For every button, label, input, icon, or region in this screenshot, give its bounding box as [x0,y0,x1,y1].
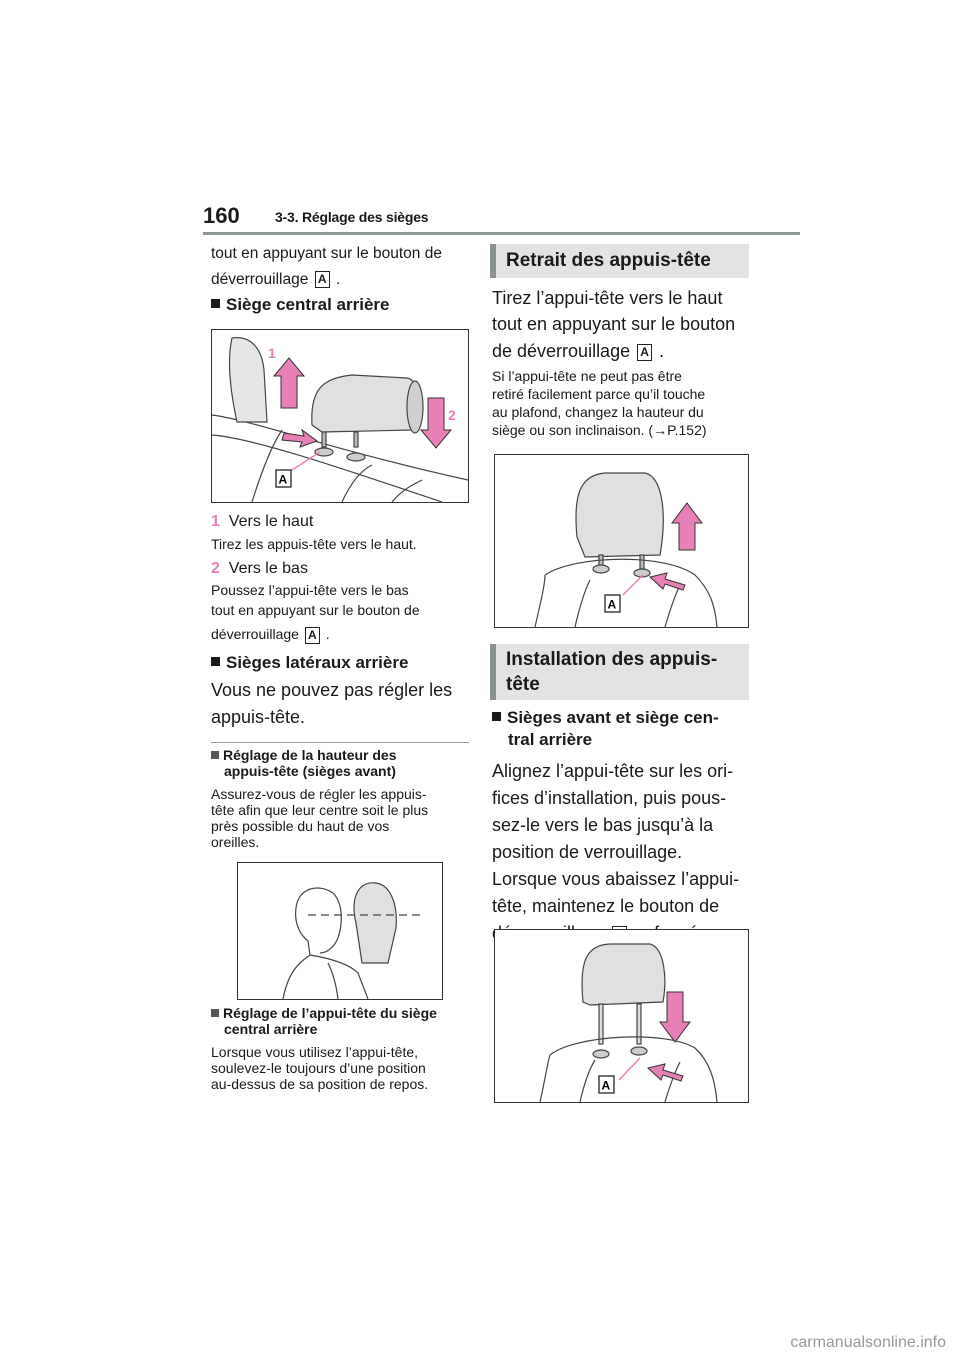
install-text4: position de verrouillage. [492,842,683,862]
press-arrow-icon [281,428,319,448]
figure-installation: A [494,929,749,1103]
tag-a: A [637,343,653,361]
note2-text2: soulevez-le toujours d’une position [211,1060,426,1076]
arrow-up-icon [671,502,703,551]
note2-heading2: central arrière [224,1021,318,1037]
head-height-illustration [282,882,423,999]
header-rule [203,232,800,235]
removal-text1: Tirez l’appui-tête vers le haut [492,288,723,308]
lateral-heading: Sièges latéraux arrière [211,653,408,673]
step1: 1 Vers le haut [211,508,313,535]
tag-a: A [304,626,320,644]
step1-text: Tirez les appuis-tête vers le haut. [211,536,417,552]
step2: 2 Vers le bas [211,555,308,582]
section-title: 3-3. Réglage des sièges [275,209,429,225]
step2-text3-text: déverrouillage [211,626,299,642]
fig4-label-a: A [602,1079,611,1093]
intro-line2-text: déverrouillage [211,271,309,288]
lateral-text2: appuis-tête. [211,707,306,727]
fig1-label-a: A [279,473,288,487]
note1-text3: près possible du haut de vos [211,818,390,834]
install-banner-line1: Installation des appuis- [506,649,718,670]
step1-title: Vers le haut [228,513,314,530]
install-text1: Alignez l’appui-tête sur les ori- [492,761,734,781]
step2-text1: Poussez l’appui-tête vers le bas [211,582,409,598]
figure-head-height [237,862,443,1000]
step2-text3: déverrouillage A . [211,626,330,644]
removal-note3: au plafond, changez la hauteur du [492,404,704,420]
fig3-label-a: A [608,598,617,612]
fig1-label-2: 2 [448,407,456,423]
removal-text2: tout en appuyant sur le bouton [492,314,736,334]
rear-center-headrest-illustration: 1 2 A [212,337,468,502]
tag-a: A [314,271,330,289]
rear-center-heading: Siège central arrière [211,295,389,315]
note2-text1: Lorsque vous utilisez l’appui-tête, [211,1044,419,1060]
install-text3: sez-le vers le bas jusqu’à la [492,815,714,835]
removal-note4: siège ou son inclinaison. (→P.152) [492,422,707,438]
note1-text2: tête afin que leur centre soit le plus [211,802,429,818]
removal-banner: Retrait des appuis-tête [490,244,749,278]
intro-line2: déverrouillage A . [211,271,341,289]
install-text2: fices d’installation, puis pous- [492,788,727,808]
arrow-up-icon [272,357,306,409]
intro-line1: tout en appuyant sur le bouton de [211,245,442,262]
removal-note1: Si l’appui-tête ne peut pas être [492,368,682,384]
removal-text3-line: de déverrouillage A . [492,341,665,361]
press-arrow-icon [648,572,686,591]
watermark: carmanualsonline.info [790,1334,946,1351]
install-text6: tête, maintenez le bouton de [492,896,720,916]
arrow-down-icon [659,991,691,1043]
note1-text1: Assurez-vous de régler les appuis- [211,786,427,802]
install-banner: Installation des appuis- tête [490,644,749,700]
note2-heading1: Réglage de l’appui-tête du siège [211,1006,437,1021]
step2-title: Vers le bas [228,560,308,577]
install-banner-line2: tête [506,674,540,695]
press-arrow-icon [646,1063,684,1082]
note1-heading1: Réglage de la hauteur des [211,748,397,763]
note2-text3: au-dessus de sa position de repos. [211,1076,429,1092]
figure-rear-center-headrest: 1 2 A [211,329,469,503]
page-number: 160 [203,203,240,228]
note1-heading2: appuis-tête (sièges avant) [224,763,396,779]
lateral-text1: Vous ne pouvez pas régler les [211,680,453,700]
removal-text3: de déverrouillage [492,341,631,361]
step2-number: 2 [211,560,220,577]
note-divider [211,742,469,743]
removal-illustration: A [534,472,718,627]
install-heading2: tral arrière [508,730,593,749]
step2-text2: tout en appuyant sur le bouton de [211,602,420,618]
fig1-label-1: 1 [268,345,276,361]
install-heading1: Sièges avant et siège cen- [492,708,719,728]
arrow-down-icon [419,397,453,449]
installation-illustration: A [539,943,718,1102]
install-text5: Lorsque vous abaissez l’appui- [492,869,740,889]
note1-text4: oreilles. [211,834,260,850]
figure-removal: A [494,454,749,628]
removal-note2: retiré facilement parce qu’il touche [492,386,706,402]
step1-number: 1 [211,513,220,530]
